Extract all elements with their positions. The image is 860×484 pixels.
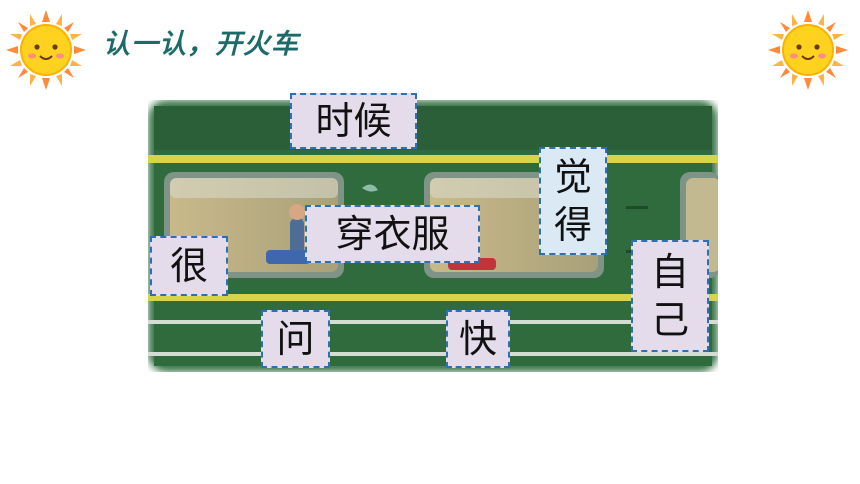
sun-icon xyxy=(6,10,86,90)
page-title: 认一认，开火车 xyxy=(103,29,299,60)
word-card-shihou[interactable]: 时候 xyxy=(290,93,417,149)
word-card-kuai[interactable]: 快 xyxy=(446,310,510,368)
word-card-hen[interactable]: 很 xyxy=(150,236,228,296)
word-card-ziji[interactable]: 自 己 xyxy=(631,240,709,352)
sun-icon xyxy=(768,10,848,90)
word-card-wen[interactable]: 问 xyxy=(261,310,330,368)
word-card-juede[interactable]: 觉 得 xyxy=(539,147,607,255)
word-card-chuanyifu[interactable]: 穿衣服 xyxy=(305,205,480,263)
